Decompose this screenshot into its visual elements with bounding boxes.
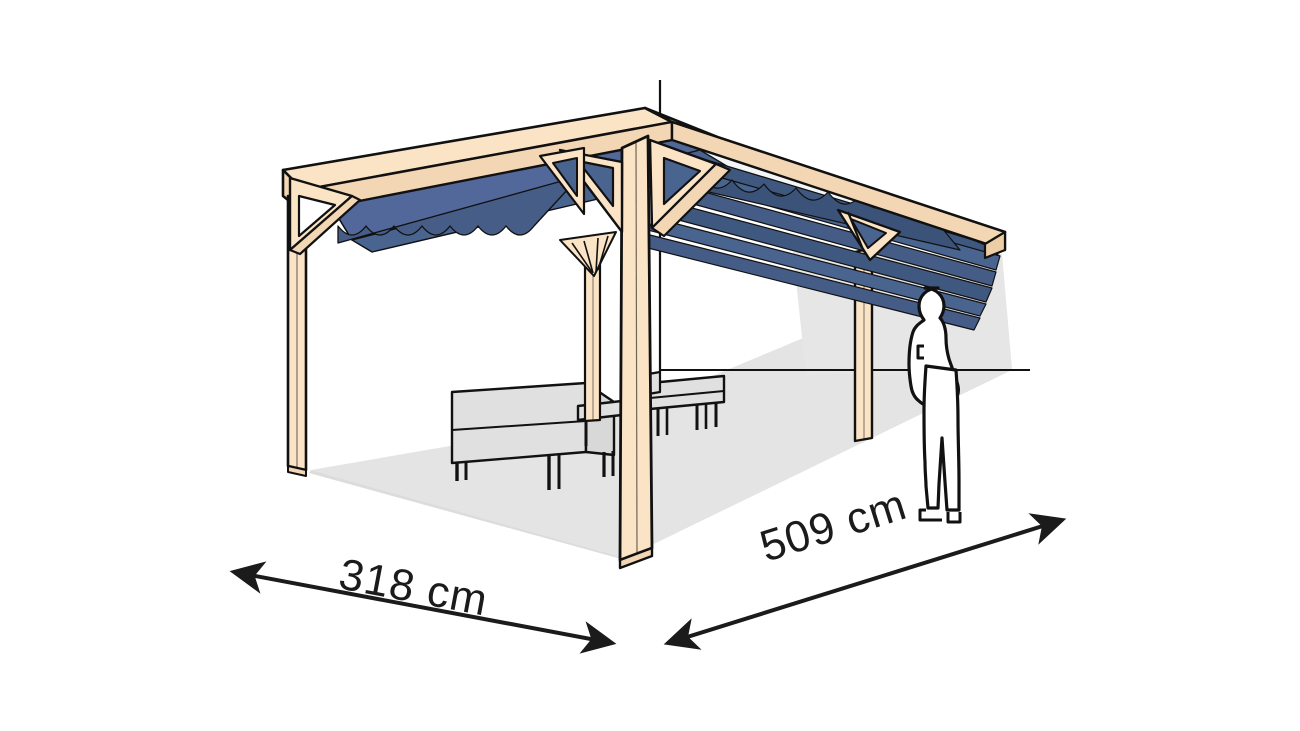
dimension-line-depth (663, 513, 1067, 650)
brace-center-right (648, 138, 732, 238)
beam-right-eave (643, 106, 1007, 260)
dimension-label-width: 318 cm (335, 550, 492, 626)
brace-right (836, 208, 902, 262)
canopy-blades (639, 163, 1001, 331)
dimension-label-depth: 509 cm (754, 480, 912, 572)
dimension-line-width (229, 561, 617, 654)
dimension-lines (229, 513, 1067, 654)
post-rear-center (583, 234, 602, 423)
brace-fan-rear (559, 231, 617, 277)
brace-left (288, 176, 362, 256)
post-front-center (618, 134, 654, 570)
brace-rear-center (538, 146, 586, 216)
